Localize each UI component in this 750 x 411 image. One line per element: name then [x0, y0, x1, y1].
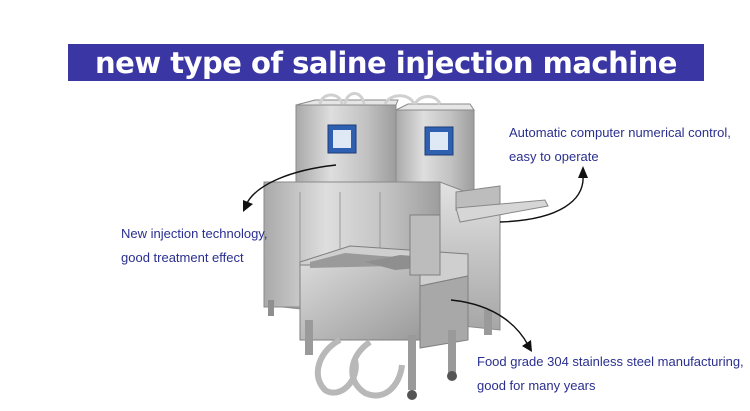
arrow-to-material: [450, 299, 532, 352]
conveyor-outfeed: [455, 185, 549, 223]
tank-legs: [305, 310, 492, 400]
callout-material: Food grade 304 stainless steel manufactu…: [477, 350, 744, 398]
arrow-to-control-panel: [499, 166, 588, 223]
callout-control-line1: Automatic computer numerical control,: [509, 125, 731, 140]
callout-control-line2: easy to operate: [509, 149, 599, 164]
drain-hoses: [314, 337, 405, 399]
upper-injector-housing: [295, 92, 475, 193]
display-screen-left: [333, 130, 351, 148]
arrow-to-injector: [243, 164, 337, 212]
page-title: new type of saline injection machine: [95, 45, 677, 80]
callout-injection: New injection technology, good treatment…: [121, 222, 267, 270]
callout-material-line2: good for many years: [477, 378, 596, 393]
title-banner: new type of saline injection machine: [68, 44, 704, 81]
callout-injection-line1: New injection technology,: [121, 226, 268, 241]
callout-material-line1: Food grade 304 stainless steel manufactu…: [477, 354, 744, 369]
display-screen-right: [430, 132, 448, 150]
callout-injection-line2: good treatment effect: [121, 250, 244, 265]
brine-tank: [299, 245, 469, 349]
callout-control: Automatic computer numerical control, ea…: [509, 121, 731, 169]
pump-column: [409, 214, 441, 276]
